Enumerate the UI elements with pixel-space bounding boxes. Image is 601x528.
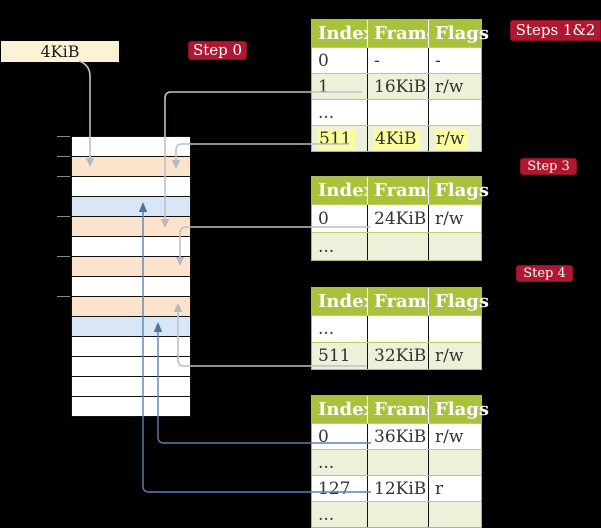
step4-badge: Step 4	[516, 265, 573, 282]
memory-row	[72, 197, 190, 217]
memory-row	[72, 217, 190, 237]
table-cell: r/w	[429, 74, 481, 99]
table-cell	[429, 233, 481, 260]
table-cell	[368, 316, 429, 342]
table-cell: 0	[312, 48, 368, 73]
table-cell: 0	[312, 205, 368, 232]
table-row: 0--	[312, 47, 481, 73]
table-row: ...	[312, 99, 481, 125]
memory-tick	[57, 296, 70, 297]
step0-badge: Step 0	[188, 41, 247, 60]
table-row: ...	[312, 315, 481, 342]
table-cell: r/w	[429, 343, 481, 369]
table-cell	[368, 233, 429, 260]
table-cell: 127	[312, 476, 368, 501]
column-header: Frame	[368, 20, 438, 47]
table-cell: r/w	[429, 205, 481, 232]
table-cell: ...	[312, 502, 368, 527]
memory-row	[72, 237, 190, 257]
table-cell: 16KiB	[368, 74, 429, 99]
memory-table	[71, 136, 191, 417]
steps12-badge: Steps 1&2	[510, 20, 601, 41]
table-cell: ...	[312, 450, 368, 475]
column-header: Index	[312, 20, 374, 47]
page-size-label: 4KiB	[1, 41, 119, 62]
step3-badge: Step 3	[520, 158, 577, 175]
table-cell	[368, 502, 429, 527]
column-header: Frame	[368, 177, 438, 204]
table-cell: r/w	[429, 126, 481, 151]
memory-row	[72, 277, 190, 297]
table-cell: 511	[312, 126, 368, 151]
column-header: Index	[312, 288, 374, 315]
memory-row	[72, 377, 190, 397]
memory-row	[72, 137, 190, 157]
table-cell: ...	[312, 233, 368, 260]
table-cell: 1	[312, 74, 368, 99]
column-header: Frame	[368, 288, 438, 315]
memory-row	[72, 317, 190, 337]
table-cell: r	[429, 476, 481, 501]
memory-tick	[57, 136, 70, 137]
memory-row	[72, 257, 190, 277]
memory-row	[72, 157, 190, 177]
memory-row	[72, 337, 190, 357]
table-cell: ...	[312, 316, 368, 342]
column-header: Flags	[429, 396, 489, 423]
table-cell	[368, 450, 429, 475]
table-cell: 12KiB	[368, 476, 429, 501]
column-header: Flags	[429, 177, 489, 204]
table-row: ...	[312, 232, 481, 260]
table-cell: -	[429, 48, 481, 73]
table-cell	[368, 100, 429, 125]
table-cell: 4KiB	[368, 126, 429, 151]
table-cell: ...	[312, 100, 368, 125]
memory-row	[72, 177, 190, 197]
table-cell: 511	[312, 343, 368, 369]
table-cell	[429, 100, 481, 125]
table-cell: 0	[312, 424, 368, 449]
memory-tick	[57, 176, 70, 177]
memory-row	[72, 297, 190, 317]
table-cell: -	[368, 48, 429, 73]
table-cell: r/w	[429, 424, 481, 449]
table-cell	[429, 502, 481, 527]
table-cell: 24KiB	[368, 205, 429, 232]
column-header: Flags	[429, 288, 489, 315]
table-row: ...	[312, 501, 481, 527]
table-cell	[429, 316, 481, 342]
column-header: Flags	[429, 20, 489, 47]
column-header: Frame	[368, 396, 438, 423]
memory-row	[72, 357, 190, 377]
table-cell	[429, 450, 481, 475]
column-header: Index	[312, 396, 374, 423]
table-cell: 32KiB	[368, 343, 429, 369]
column-header: Index	[312, 177, 374, 204]
table-cell: 36KiB	[368, 424, 429, 449]
memory-tick	[57, 156, 70, 157]
memory-tick	[57, 216, 70, 217]
table-row: ...	[312, 449, 481, 475]
memory-row	[72, 397, 190, 416]
memory-tick	[57, 256, 70, 257]
